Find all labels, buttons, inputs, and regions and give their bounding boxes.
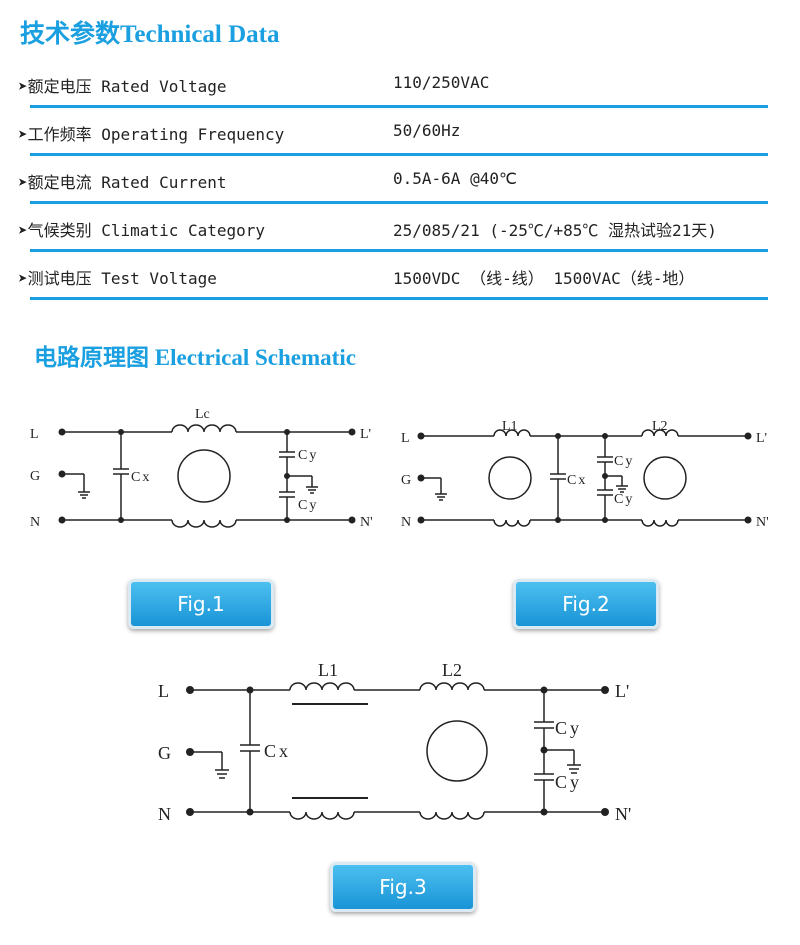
fig1-label-lout: L' [360,427,371,442]
fig2-label-l: L [401,431,410,446]
fig2-label-cx: Cx [567,473,587,488]
spec-label: ➤测试电压 Test Voltage [18,269,217,288]
fig2-junctions [417,432,752,524]
spec-label: ➤额定电流 Rated Current [18,173,227,192]
spec-value: 25/085/21 (-25℃/+85℃ 湿热试验21天) [393,221,717,240]
fig2-label-cy2: Cy [614,492,634,507]
inductor-l1-bottom [289,811,355,820]
core-circle-1 [488,456,532,500]
spec-value: 1500VDC （线-线） 1500VAC（线-地） [393,269,695,288]
spec-row-test-voltage: ➤测试电压 Test Voltage 1500VDC （线-线） 1500VAC… [18,252,768,300]
fig1-label-lc: Lc [195,407,210,422]
spec-label: ➤气候类别 Climatic Category [18,221,266,240]
inductor-l2-bottom [641,519,679,527]
fig3-junctions [186,686,609,816]
fig3-label-l1: L1 [318,660,338,680]
tech-title: 技术参数Technical Data [20,21,280,48]
spec-label: ➤额定电压 Rated Voltage [18,77,227,96]
fig3-label-cx: Cx [264,741,291,761]
inductor-lc-top [171,424,237,433]
schematic-title: 电路原理图 Electrical Schematic [34,345,356,370]
inductor-l1-top [289,682,355,691]
fig3-label-nout: N' [615,804,631,824]
fig1-label-g: G [30,469,40,484]
fig1-button[interactable]: Fig.1 [128,579,274,629]
schematic-fig1 [62,424,352,528]
fig3-label-l: L [158,681,169,701]
fig1-junctions [58,428,356,524]
fig1-label-n: N [30,515,40,530]
inductor-l2-bottom [419,811,485,820]
divider [30,249,768,252]
fig3-label-n: N [158,804,171,824]
fig1-label-cy2: Cy [298,498,318,513]
fig1-label-cy1: Cy [298,448,318,463]
spec-row-climatic-category: ➤气候类别 Climatic Category 25/085/21 (-25℃/… [18,204,768,252]
fig2-label-nout: N' [756,515,769,530]
core-circle [177,449,231,503]
fig3-label-g: G [158,743,171,763]
fig2-label-lout: L' [756,431,767,446]
fig3-label-cy1: Cy [555,718,582,738]
core-circle [426,720,488,782]
fig2-label-cy1: Cy [614,454,634,469]
divider [30,297,768,300]
spec-row-rated-voltage: ➤额定电压 Rated Voltage 110/250VAC [18,60,768,108]
divider [30,201,768,204]
fig2-label-l2: L2 [652,419,668,434]
spec-value: 50/60Hz [393,121,461,140]
fig3-label-cy2: Cy [555,772,582,792]
fig1-label-nout: N' [360,515,373,530]
fig1-label-l: L [30,427,39,442]
spec-label: ➤工作频率 Operating Frequency [18,125,285,144]
divider [30,105,768,108]
spec-value: 110/250VAC [393,73,490,92]
fig2-label-l1: L1 [502,419,518,434]
spec-row-rated-current: ➤额定电流 Rated Current 0.5A-6A @40℃ [18,156,768,204]
fig2-label-n: N [401,515,411,530]
core-circle-2 [643,456,687,500]
fig3-label-lout: L' [615,681,629,701]
fig1-label-cx: Cx [131,470,151,485]
fig2-button[interactable]: Fig.2 [513,579,659,629]
inductor-lc-bottom [171,519,237,528]
fig3-label-l2: L2 [442,660,462,680]
spec-row-operating-frequency: ➤工作频率 Operating Frequency 50/60Hz [18,108,768,156]
fig3-button[interactable]: Fig.3 [330,862,476,912]
fig2-label-g: G [401,473,411,488]
inductor-l2-top [419,682,485,691]
spec-value: 0.5A-6A @40℃ [393,169,517,188]
inductor-l1-bottom [493,519,531,527]
divider [30,153,768,156]
